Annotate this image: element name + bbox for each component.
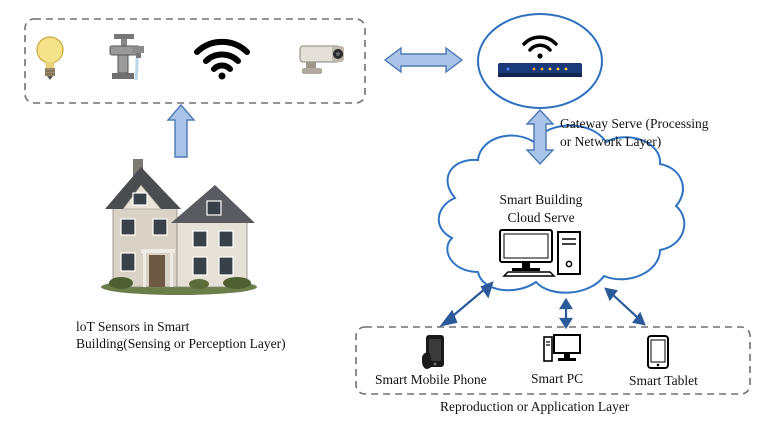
- tablet-icon: [646, 334, 670, 370]
- cloud-title-line2: Cloud Serve: [507, 210, 575, 225]
- device-connectors: [439, 281, 646, 330]
- wifi-router-icon: [494, 32, 586, 82]
- device-label-mobile: Smart Mobile Phone: [375, 372, 487, 387]
- gateway-caption-line2: or Network Layer): [560, 134, 662, 149]
- desktop-pc-icon: [542, 333, 582, 365]
- device-label-tablet: Smart Tablet: [629, 373, 698, 388]
- gateway-caption-line1: Gateway Serve (Processing: [560, 116, 709, 131]
- application-layer-caption: Reproduction or Application Layer: [440, 399, 630, 414]
- sensing-layer-box: [24, 18, 366, 104]
- desktop-computer-icon: [498, 228, 584, 278]
- gateway-circle: [477, 13, 603, 109]
- wifi-icon: [193, 36, 251, 80]
- security-camera-icon: [296, 40, 348, 80]
- water-tap-icon: [106, 30, 148, 82]
- sensing-layer-caption-line2: Building(Sensing or Perception Layer): [76, 336, 286, 351]
- arrow-gateway-cloud: [525, 108, 555, 166]
- application-layer-box: [355, 326, 751, 395]
- device-label-pc: Smart PC: [531, 371, 584, 386]
- cloud-title-line1: Smart Building: [499, 192, 583, 207]
- arrow-sensing-gateway: [383, 46, 464, 74]
- mobile-phone-icon: [420, 333, 448, 371]
- sensing-layer-caption-line1: loT Sensors in Smart: [76, 319, 190, 334]
- light-bulb-icon: [33, 32, 67, 82]
- smart-house-illustration: [97, 157, 259, 295]
- arrow-house-sensing: [166, 103, 196, 158]
